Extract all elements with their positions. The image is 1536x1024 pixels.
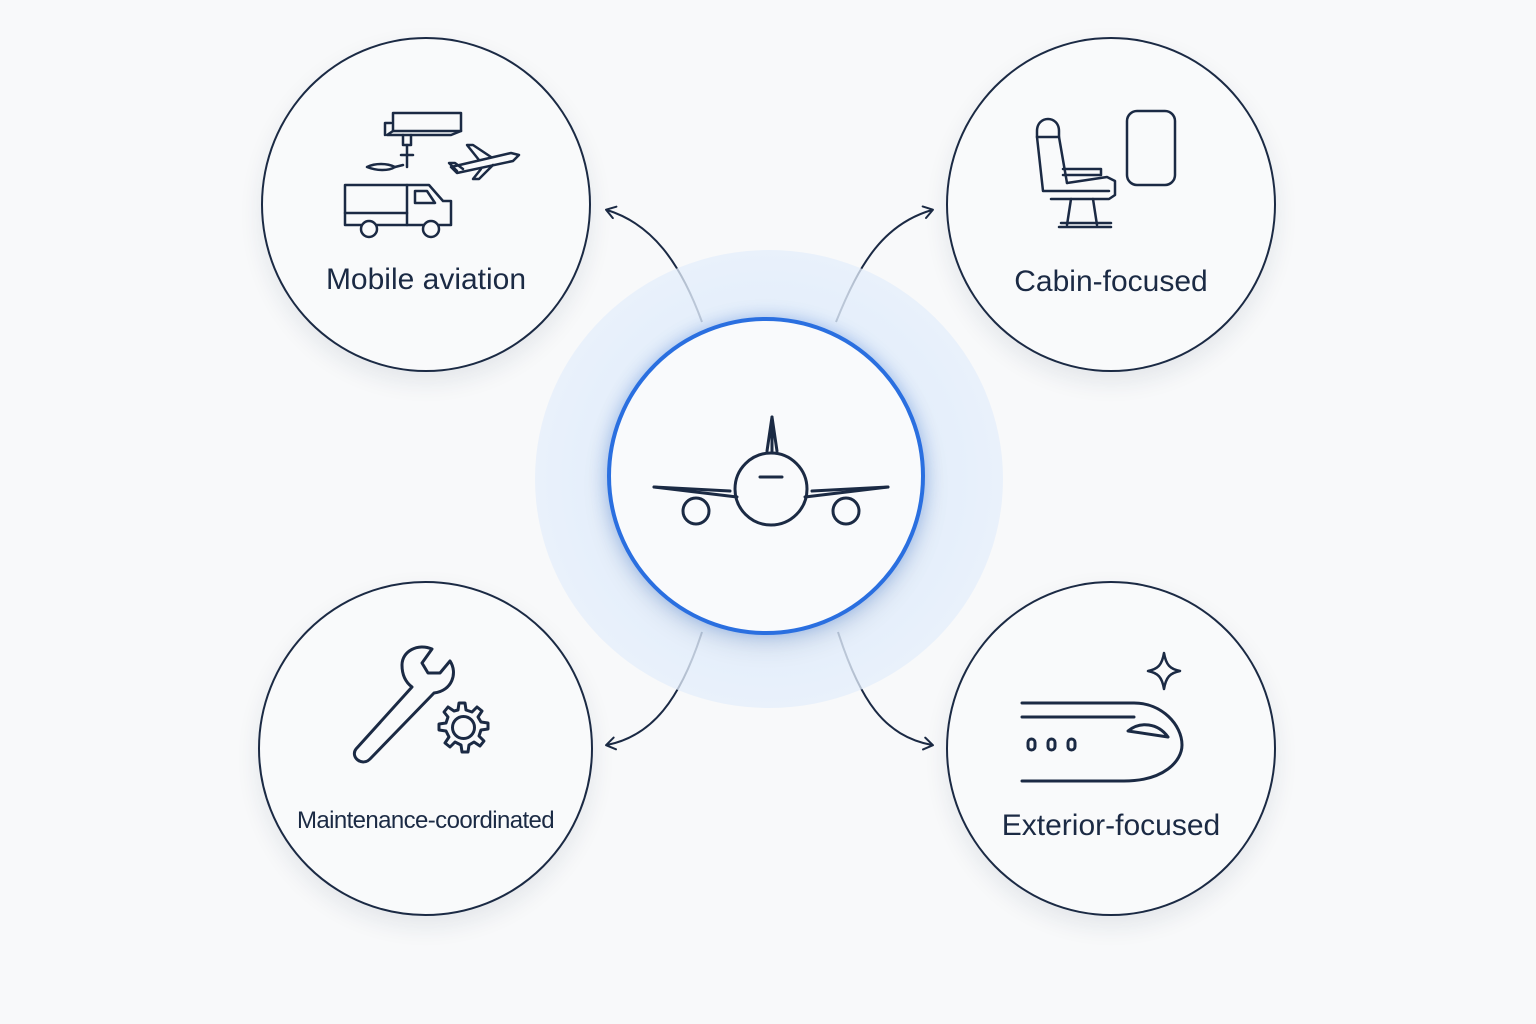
node-label-exterior-focused: Exterior-focused — [1001, 809, 1221, 842]
node-cabin-focused: Cabin-focused — [946, 37, 1276, 372]
airplane-front-icon — [652, 415, 890, 527]
node-label-cabin-focused: Cabin-focused — [1014, 265, 1208, 298]
node-label-maintenance-coordinated: Maintenance-coordinated — [296, 807, 555, 834]
node-label-mobile-aviation: Mobile aviation — [325, 263, 527, 296]
seat-window-icon — [1035, 109, 1177, 229]
node-exterior-focused: Exterior-focused — [946, 581, 1276, 916]
node-mobile-aviation: Mobile aviation — [261, 37, 591, 372]
catering-truck-airplane-icon — [343, 111, 521, 239]
central-hub — [607, 317, 925, 635]
node-maintenance-coordinated: Maintenance-coordinated — [258, 581, 593, 916]
wrench-gear-icon — [353, 645, 490, 764]
fuselage-sparkle-icon — [1020, 651, 1184, 783]
